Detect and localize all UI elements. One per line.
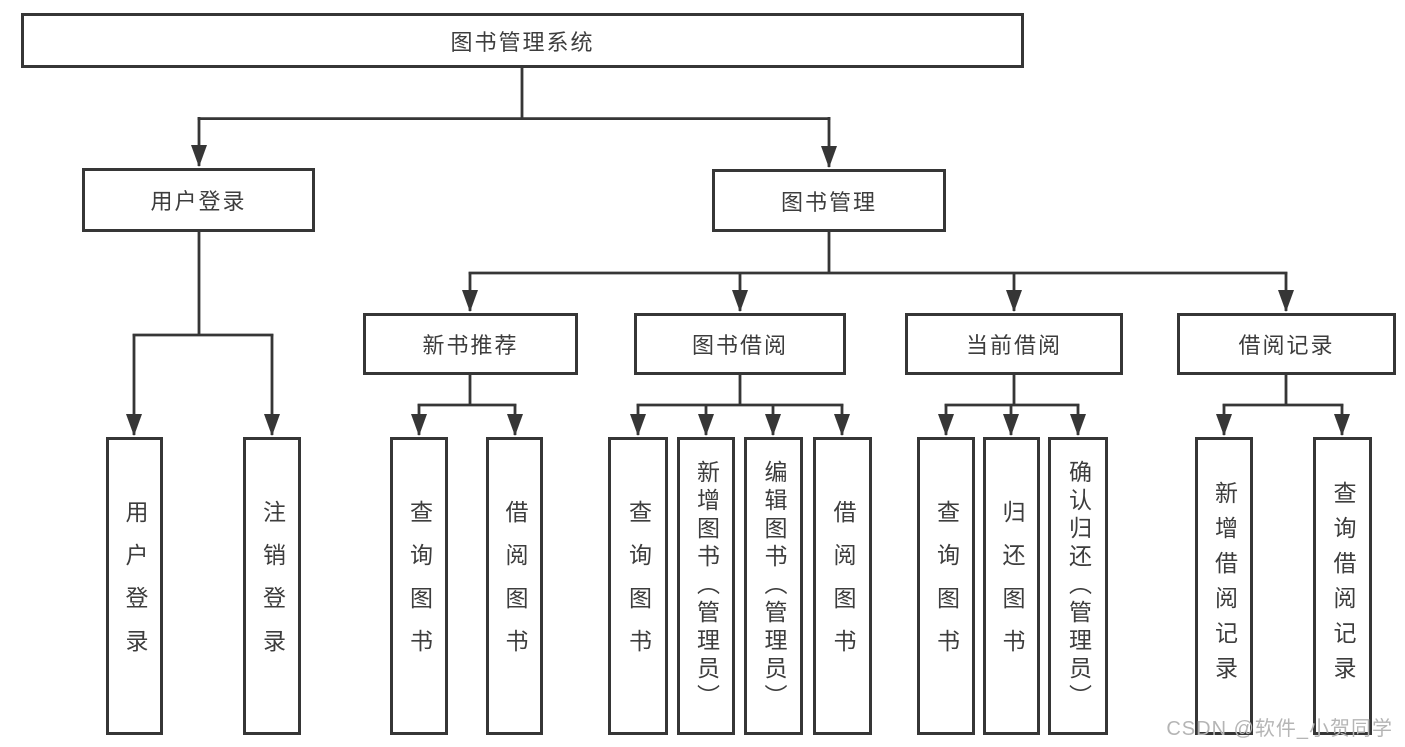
node-current-borrow: 当前借阅 [905, 313, 1123, 375]
leaf-user-login: 用户登录 [106, 437, 163, 735]
connector-new-book-recommend-children [411, 375, 523, 436]
leaf-return-books: 归还图书 [983, 437, 1040, 735]
leaf-borrow-books-recommend: 借阅图书 [486, 437, 543, 735]
connector-root-to-level2 [191, 68, 837, 168]
node-book-borrow: 图书借阅 [634, 313, 846, 375]
leaf-edit-books-admin: 编辑图书（管理员） [744, 437, 803, 735]
leaf-logout: 注销登录 [243, 437, 301, 735]
node-root-library-system: 图书管理系统 [21, 13, 1024, 68]
node-borrow-records: 借阅记录 [1177, 313, 1396, 375]
leaf-borrow-books: 借阅图书 [813, 437, 872, 735]
leaf-query-books-borrow: 查询图书 [608, 437, 668, 735]
node-new-book-recommend: 新书推荐 [363, 313, 578, 375]
leaf-query-books-current: 查询图书 [917, 437, 975, 735]
connector-user-login-children [126, 232, 280, 436]
connector-book-borrow-children [630, 375, 850, 436]
leaf-query-borrow-record: 查询借阅记录 [1313, 437, 1372, 735]
leaf-add-books-admin: 新增图书（管理员） [677, 437, 735, 735]
leaf-query-books-recommend: 查询图书 [390, 437, 448, 735]
node-user-login: 用户登录 [82, 168, 315, 232]
leaf-add-borrow-record: 新增借阅记录 [1195, 437, 1253, 735]
connector-borrow-records-children [1216, 375, 1350, 436]
connector-current-borrow-children [938, 375, 1086, 436]
leaf-confirm-return-admin: 确认归还（管理员） [1048, 437, 1108, 735]
csdn-watermark: CSDN @软件_小贺同学 [1166, 718, 1393, 740]
connector-book-management-children [462, 232, 1294, 312]
node-book-management: 图书管理 [712, 169, 946, 232]
